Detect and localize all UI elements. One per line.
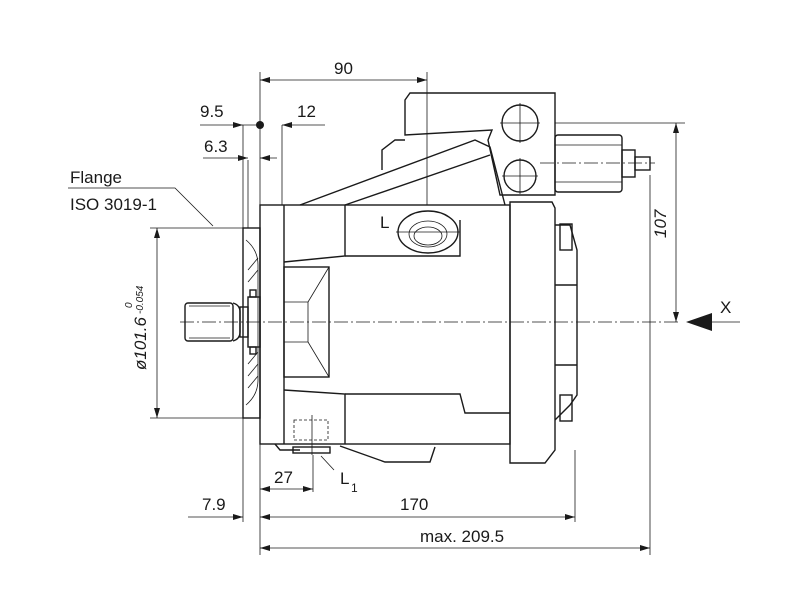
drive-shaft	[184, 289, 261, 355]
tolerance-lower: -0.054	[135, 285, 146, 314]
dim-170: 170	[400, 495, 428, 514]
tolerance-upper: 0	[124, 302, 135, 308]
diameter-dimension: ø101.6 0 -0.054	[124, 285, 150, 370]
datum-point	[256, 121, 264, 129]
control-valve	[404, 92, 655, 196]
dim-max-209-5: max. 209.5	[420, 527, 504, 546]
dim-6-3: 6.3	[204, 137, 228, 156]
dimension-lines	[154, 77, 679, 551]
mounting-flange	[242, 227, 261, 419]
rear-cover	[509, 201, 578, 464]
pump-housing	[259, 204, 511, 463]
dim-7-9: 7.9	[202, 495, 226, 514]
dim-107: 107	[651, 209, 670, 238]
dim-9-5: 9.5	[200, 102, 224, 121]
dim-12: 12	[297, 102, 316, 121]
swashplate-housing	[299, 139, 506, 206]
dim-27: 27	[274, 468, 293, 487]
dim-diameter: ø101.6	[131, 317, 150, 370]
port-L1-subscript: 1	[351, 481, 358, 495]
extension-lines	[68, 72, 685, 555]
flange-label: Flange	[70, 168, 122, 187]
port-L1-label: L	[340, 469, 349, 488]
flange-standard-label: ISO 3019-1	[70, 195, 157, 214]
port-L	[396, 210, 460, 254]
port-L-label: L	[380, 213, 389, 232]
dim-107-group: 107	[651, 209, 670, 238]
view-x-arrow	[686, 313, 740, 331]
dim-90: 90	[334, 59, 353, 78]
view-x-label: X	[720, 298, 731, 317]
